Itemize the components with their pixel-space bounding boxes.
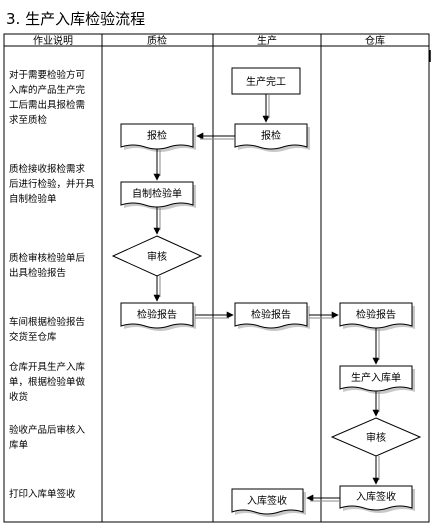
description-6-line-2: 库单: [9, 439, 29, 451]
inspection-request-qc-node: 报检: [120, 123, 196, 152]
inspection-request-production-label: 报检: [261, 129, 281, 142]
report-warehouse-node: 检验报告: [339, 302, 415, 331]
column-header-warehouse: 仓库: [365, 34, 385, 47]
warehouse-receipt-node: 生产入库单: [339, 365, 415, 394]
receipt-sign-production-label: 入库签收: [247, 494, 287, 507]
swimlane-grid: [3, 33, 430, 523]
production-done-label: 生产完工: [246, 75, 286, 88]
description-1-line-3: 工后需出具报检需: [9, 99, 85, 111]
qc-review-decision: 审核: [111, 235, 203, 277]
description-1-line-4: 求至质检: [9, 114, 48, 126]
description-5-line-2: 单，根据检验单做: [9, 376, 86, 388]
report-warehouse-label: 检验报告: [356, 308, 396, 321]
description-4-line-1: 车间根据检验报告: [9, 316, 85, 328]
diagram-title: 3. 生产入库检验流程: [6, 10, 145, 28]
description-5-line-1: 仓库开具生产入库: [9, 361, 86, 373]
description-6-line-1: 验收产品后审核入: [9, 424, 86, 436]
report-production-node: 检验报告: [234, 302, 310, 331]
description-3-line-1: 质检审核检验单后: [9, 252, 86, 264]
report-qc-label: 检验报告: [137, 308, 177, 321]
description-2-line-2: 后进行检验，并开具: [9, 178, 95, 190]
inspection-request-qc-label: 报检: [147, 129, 167, 142]
receipt-sign-warehouse-node: 入库签收: [339, 485, 415, 513]
description-2-line-3: 自制检验单: [9, 193, 57, 205]
self-inspection-form-node: 自制检验单: [120, 181, 196, 210]
column-header-production: 生产: [257, 34, 277, 47]
receipt-sign-production-node: 入库签收: [231, 488, 306, 517]
column-header-description: 作业说明: [33, 34, 73, 47]
description-7-line-1: 打印入库单签收: [9, 488, 76, 500]
report-qc-node: 检验报告: [120, 302, 196, 331]
description-2-line-1: 质检接收报检需求: [9, 163, 86, 175]
description-5-line-3: 收货: [9, 391, 28, 403]
qc-review-label: 审核: [147, 250, 167, 263]
description-1-line-2: 入库的产品生产完: [9, 84, 86, 96]
description-texts: 对于需要检验方可 入库的产品生产完 工后需出具报检需 求至质检 质检接收报检需求…: [9, 69, 95, 500]
warehouse-receipt-label: 生产入库单: [351, 371, 401, 384]
description-4-line-2: 交货至仓库: [9, 331, 57, 343]
production-done-node: 生产完工: [231, 67, 301, 95]
description-3-line-2: 出具检验报告: [9, 267, 66, 279]
inspection-request-production-node: 报检: [234, 123, 310, 152]
self-inspection-form-label: 自制检验单: [132, 187, 182, 200]
report-production-label: 检验报告: [251, 308, 291, 321]
warehouse-review-decision: 审核: [330, 417, 422, 457]
description-1-line-1: 对于需要检验方可: [9, 69, 85, 81]
receipt-sign-warehouse-label: 入库签收: [356, 490, 396, 503]
warehouse-review-label: 审核: [366, 431, 386, 444]
flow-arrows: [153, 94, 380, 502]
column-header-qc: 质检: [147, 34, 167, 47]
